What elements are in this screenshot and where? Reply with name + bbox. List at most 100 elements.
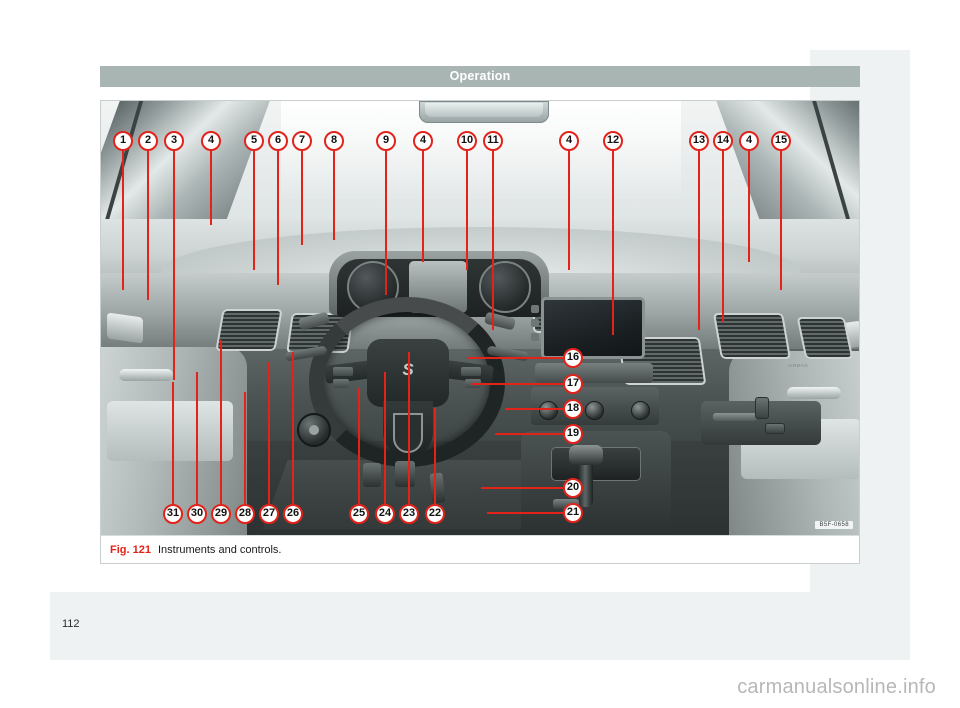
leader-line — [333, 151, 335, 240]
figure-block: S — [100, 100, 860, 564]
callout-17-right-1: 17 — [563, 374, 583, 394]
leader-line — [495, 433, 563, 435]
running-header: Operation — [100, 66, 860, 87]
callout-9-top-8: 9 — [376, 131, 396, 151]
steering-wheel-button-left-2 — [333, 379, 349, 388]
callout-14-top-15: 14 — [713, 131, 733, 151]
brake-pedal — [395, 461, 415, 487]
callout-25-bottom-6: 25 — [349, 504, 369, 524]
callout-29-bottom-2: 29 — [211, 504, 231, 524]
callout-4-top-16: 4 — [739, 131, 759, 151]
leader-line — [698, 151, 700, 330]
glovebox-handle — [713, 413, 757, 421]
left-exterior-mirror — [107, 312, 143, 344]
callout-4-top-3: 4 — [201, 131, 221, 151]
leader-line — [172, 382, 174, 504]
leader-line — [196, 372, 198, 504]
leader-line — [210, 151, 212, 225]
leader-line — [492, 151, 494, 330]
leader-line — [748, 151, 750, 262]
callout-16-right-0: 16 — [563, 348, 583, 368]
leader-line — [471, 383, 563, 385]
leader-line — [481, 487, 563, 489]
callout-6-top-5: 6 — [268, 131, 288, 151]
callout-5-top-4: 5 — [244, 131, 264, 151]
steering-wheel-button-left-1 — [333, 367, 353, 376]
figure-label: Fig. 121 — [110, 543, 151, 556]
driver-door-handle — [119, 369, 173, 381]
callout-13-top-14: 13 — [689, 131, 709, 151]
leader-line — [277, 151, 279, 285]
climate-knob-left — [539, 401, 558, 420]
leader-line — [466, 151, 468, 270]
passenger-door-handle — [787, 387, 841, 399]
figure-caption-text: Instruments and controls. — [157, 543, 282, 556]
leader-line — [253, 151, 255, 270]
leader-line — [244, 392, 246, 504]
leader-line — [487, 512, 563, 514]
leader-line — [301, 151, 303, 245]
callout-26-bottom-5: 26 — [283, 504, 303, 524]
page-title: Operation — [449, 69, 511, 83]
air-vent-far-left — [215, 309, 283, 351]
leader-line — [422, 151, 424, 262]
leader-line — [147, 151, 149, 300]
leader-line — [722, 151, 724, 322]
callout-22-bottom-9: 22 — [425, 504, 445, 524]
leader-line — [385, 151, 387, 295]
rearview-mirror-glass — [425, 103, 543, 117]
air-vent-right — [712, 313, 792, 359]
callout-19-right-3: 19 — [563, 424, 583, 444]
steering-wheel-button-right-1 — [461, 367, 481, 376]
infotainment-screen — [541, 297, 645, 359]
callout-28-bottom-3: 28 — [235, 504, 255, 524]
airbag-label: AIRBAG — [787, 363, 809, 368]
steering-wheel-hub — [367, 339, 449, 407]
clutch-pedal — [363, 463, 381, 487]
leader-line — [292, 352, 294, 504]
passenger-airbag-switch — [755, 397, 769, 419]
passenger-side-switch — [765, 423, 785, 434]
infotainment-button-1 — [531, 305, 539, 313]
gear-lever-knob — [569, 445, 603, 465]
steering-wheel-spoke-bottom-trim — [393, 413, 423, 453]
callout-11-top-11: 11 — [483, 131, 503, 151]
callout-3-top-2: 3 — [164, 131, 184, 151]
callout-31-bottom-0: 31 — [163, 504, 183, 524]
callout-15-top-17: 15 — [771, 131, 791, 151]
callout-4-top-12: 4 — [559, 131, 579, 151]
leader-line — [780, 151, 782, 290]
leader-line — [268, 362, 270, 504]
light-switch-center — [309, 425, 319, 435]
infotainment-button-2 — [531, 319, 539, 327]
callout-20-right-4: 20 — [563, 478, 583, 498]
callout-18-right-2: 18 — [563, 399, 583, 419]
dashboard-illustration: S — [101, 101, 859, 535]
page-number: 112 — [62, 618, 80, 630]
climate-knob-center — [585, 401, 604, 420]
air-vent-far-right — [796, 317, 854, 359]
leader-line — [173, 151, 175, 380]
gear-lever — [579, 453, 593, 507]
callout-30-bottom-1: 30 — [187, 504, 207, 524]
callout-4-top-9: 4 — [413, 131, 433, 151]
driver-door-panel — [107, 401, 233, 461]
figure-caption: Fig. 121 Instruments and controls. — [101, 535, 859, 563]
leader-line — [122, 151, 124, 290]
callout-10-top-10: 10 — [457, 131, 477, 151]
leader-line — [434, 408, 436, 504]
infotainment-button-3 — [531, 333, 539, 341]
figure-image-code: B5F-0658 — [815, 521, 853, 529]
climate-knob-right — [631, 401, 650, 420]
callout-27-bottom-4: 27 — [259, 504, 279, 524]
callout-8-top-7: 8 — [324, 131, 344, 151]
callout-7-top-6: 7 — [292, 131, 312, 151]
leader-line — [408, 352, 410, 504]
tachometer-gauge — [479, 261, 531, 313]
callout-23-bottom-8: 23 — [399, 504, 419, 524]
callout-2-top-1: 2 — [138, 131, 158, 151]
leader-line — [505, 408, 563, 410]
leader-line — [568, 151, 570, 270]
leader-line — [358, 388, 360, 504]
